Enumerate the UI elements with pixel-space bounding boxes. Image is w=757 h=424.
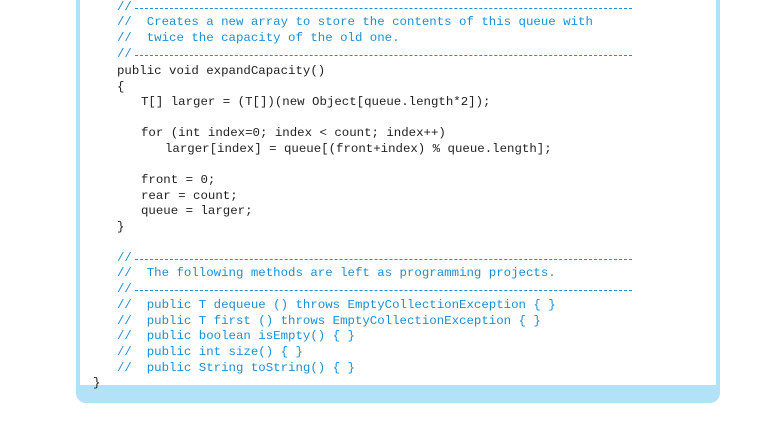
comment-rule [135,259,632,260]
comment-line: // twice the capacity of the old one. [117,31,400,45]
comment-rule [135,55,632,56]
open-brace: { [117,80,125,94]
comment-line: // public String toString() { } [117,361,355,375]
close-brace: } [117,220,125,234]
method-signature: public void expandCapacity() [117,64,326,78]
comment-rule-start: // [117,251,132,265]
comment-line: // public T dequeue () throws EmptyColle… [117,298,556,312]
comment-line: // Creates a new array to store the cont… [117,15,593,29]
code-line: front = 0; [141,173,216,187]
comment-line: // public T first () throws EmptyCollect… [117,314,541,328]
comment-rule-start: // [117,0,132,14]
code-line: rear = count; [141,189,238,203]
comment-rule [135,8,632,9]
code-panel [76,0,720,403]
class-close-brace: } [93,376,101,390]
code-line: larger[index] = queue[(front+index) % qu… [165,142,552,156]
comment-line: // public int size() { } [117,345,303,359]
code-line: queue = larger; [141,204,253,218]
comment-line: // The following methods are left as pro… [117,266,556,280]
code-line: T[] larger = (T[])(new Object[queue.leng… [141,95,491,109]
comment-rule-start: // [117,282,132,296]
comment-rule-start: // [117,47,132,61]
comment-rule [135,290,632,291]
code-line: for (int index=0; index < count; index++… [141,126,446,140]
comment-line: // public boolean isEmpty() { } [117,329,355,343]
